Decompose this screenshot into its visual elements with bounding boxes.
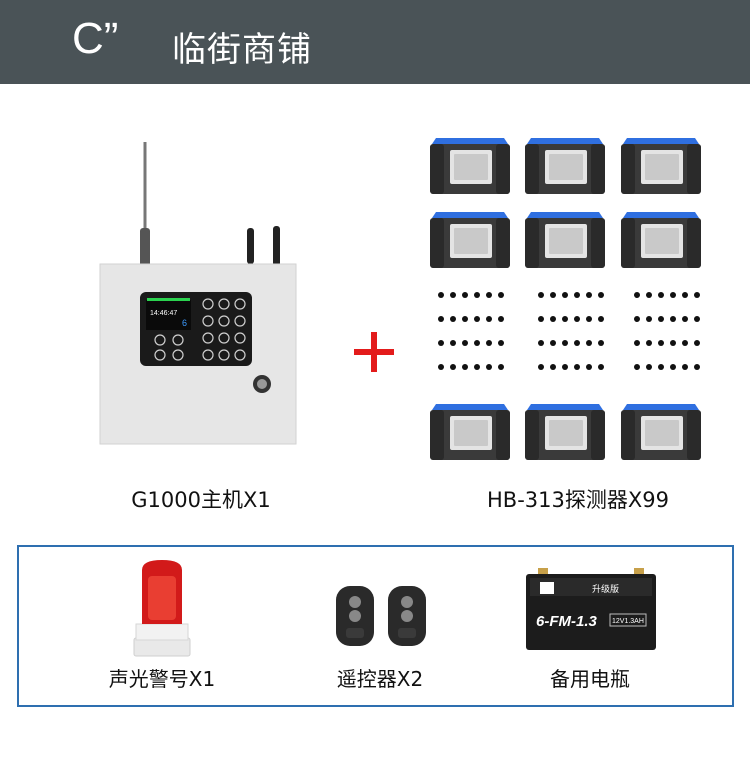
host-unit-image: 14:46:47 6 xyxy=(98,140,298,450)
battery-spec: 12V1.3AH xyxy=(612,618,644,625)
scheme-code: C” xyxy=(72,14,119,63)
panel-digit: 6 xyxy=(182,318,187,328)
ellipsis-dots xyxy=(438,292,504,300)
ellipsis-dots xyxy=(634,340,700,348)
accessories-frame xyxy=(17,545,734,707)
detector-icon xyxy=(523,400,607,462)
battery-brand: 升级版 xyxy=(592,583,619,595)
host-caption: G1000主机X1 xyxy=(131,488,271,512)
ellipsis-dots xyxy=(634,364,700,372)
ellipsis-dots xyxy=(438,364,504,372)
plus-icon xyxy=(352,330,396,374)
accessory-label-battery: 备用电瓶 xyxy=(550,667,630,691)
panel-clock: 14:46:47 xyxy=(150,310,177,317)
detector-icon xyxy=(428,400,512,462)
siren-icon xyxy=(132,556,192,660)
detector-icon xyxy=(619,208,703,270)
ellipsis-dots xyxy=(538,316,604,324)
battery-icon: 升级版 6-FM-1.3 12V1.3AH xyxy=(524,566,658,652)
ellipsis-dots xyxy=(538,292,604,300)
detector-icon xyxy=(428,134,512,196)
detector-icon xyxy=(619,400,703,462)
remote-control-icon xyxy=(334,584,428,648)
detector-icon xyxy=(523,134,607,196)
detector-caption: HB-313探测器X99 xyxy=(487,488,669,512)
ellipsis-dots xyxy=(538,340,604,348)
ellipsis-dots xyxy=(538,364,604,372)
page-title: 临街商铺 xyxy=(172,30,312,70)
ellipsis-dots xyxy=(438,316,504,324)
ellipsis-dots xyxy=(438,340,504,348)
battery-model: 6-FM-1.3 xyxy=(536,613,598,630)
detector-icon xyxy=(428,208,512,270)
ellipsis-dots xyxy=(634,316,700,324)
ellipsis-dots xyxy=(634,292,700,300)
accessory-label-siren: 声光警号X1 xyxy=(108,667,216,691)
accessory-label-remote: 遥控器X2 xyxy=(336,667,424,691)
header-bar: C” 临街商铺 xyxy=(0,0,750,84)
detector-icon xyxy=(523,208,607,270)
detector-icon xyxy=(619,134,703,196)
